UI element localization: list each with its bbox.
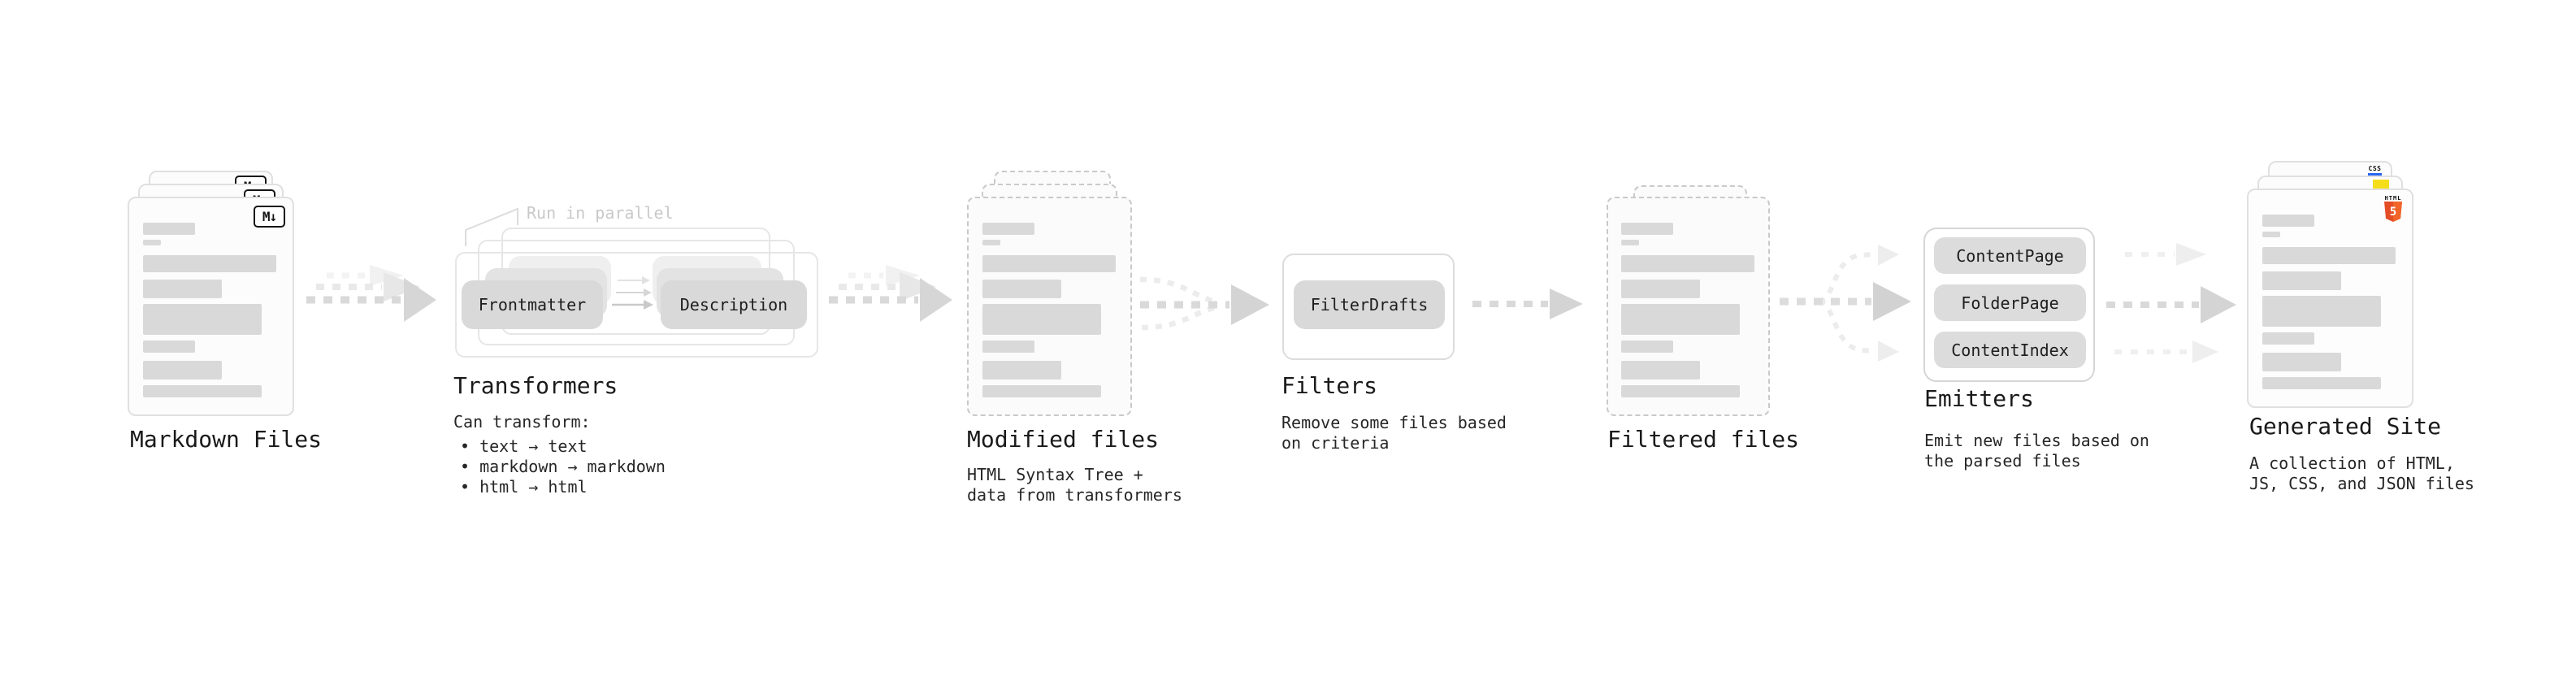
subtitle-line: Remove some files based xyxy=(1281,413,1507,432)
transformers-title: Transformers xyxy=(453,372,618,399)
html5-shield-icon: 5 xyxy=(2384,202,2402,222)
placeholder-bar xyxy=(2262,377,2381,389)
svg-text:5: 5 xyxy=(2390,206,2396,219)
markdown-icon: M↓ xyxy=(254,206,285,228)
file-content-placeholder xyxy=(143,198,293,414)
filtered-file-card-front xyxy=(1607,197,1770,416)
modified-files-title: Modified files xyxy=(967,426,1160,453)
transformers-body-heading: Can transform: xyxy=(453,412,591,432)
placeholder-bar xyxy=(2262,215,2314,227)
subtitle-line: the parsed files xyxy=(1924,451,2081,471)
placeholder-bar xyxy=(982,223,1034,235)
html5-icon-label: HTML xyxy=(2384,195,2402,202)
frontmatter-pill: Frontmatter xyxy=(462,280,603,329)
css-file-icon: CSS xyxy=(2368,166,2382,176)
generated-site-subtitle: A collection of HTML, JS, CSS, and JSON … xyxy=(2249,453,2474,494)
modified-files-subtitle: HTML Syntax Tree + data from transformer… xyxy=(967,465,1182,505)
markdown-files-title: Markdown Files xyxy=(130,426,323,453)
subtitle-line: Emit new files based on xyxy=(1924,431,2149,450)
placeholder-bar xyxy=(2262,353,2341,371)
file-content-placeholder xyxy=(1621,198,1768,414)
subtitle-line: data from transformers xyxy=(967,485,1182,505)
placeholder-bar xyxy=(143,223,195,235)
generated-site-title: Generated Site xyxy=(2249,413,2442,440)
placeholder-bar xyxy=(1621,361,1700,380)
placeholder-bar xyxy=(982,304,1101,335)
contentindex-pill: ContentIndex xyxy=(1934,332,2086,368)
filterdrafts-pill: FilterDrafts xyxy=(1294,280,1445,329)
css-icon-underline xyxy=(2368,173,2382,176)
placeholder-bar xyxy=(2262,247,2396,264)
transformers-bullet-list: • text → text • markdown → markdown • ht… xyxy=(460,436,666,497)
placeholder-bar xyxy=(982,280,1061,298)
placeholder-bar xyxy=(982,361,1061,380)
file-content-placeholder xyxy=(982,198,1130,414)
file-content-placeholder xyxy=(2262,190,2412,406)
arrow-merge-modified-to-filters-icon xyxy=(1139,276,1269,331)
run-in-parallel-annotation: Run in parallel xyxy=(527,203,674,223)
arrows-emitters-to-generated-icon xyxy=(2106,243,2236,363)
emitters-title: Emitters xyxy=(1924,385,2034,412)
bullet-item: • markdown → markdown xyxy=(460,457,666,476)
placeholder-bar xyxy=(1621,340,1673,353)
run-in-parallel-callout-line-icon xyxy=(465,207,518,246)
placeholder-bar xyxy=(143,385,262,397)
placeholder-bar xyxy=(2262,296,2381,327)
placeholder-bar xyxy=(982,240,1000,245)
subtitle-line: HTML Syntax Tree + xyxy=(967,465,1143,484)
markdown-file-card-front: M↓ xyxy=(128,197,294,416)
subtitle-line: JS, CSS, and JSON files xyxy=(2249,474,2474,493)
filters-title: Filters xyxy=(1281,372,1378,399)
contentpage-pill: ContentPage xyxy=(1934,237,2086,274)
placeholder-bar xyxy=(1621,385,1740,397)
placeholder-bar xyxy=(143,361,222,380)
placeholder-bar xyxy=(1621,304,1740,335)
placeholder-bar xyxy=(982,385,1101,397)
placeholder-bar xyxy=(982,255,1116,272)
placeholder-bar xyxy=(143,255,276,272)
placeholder-bar xyxy=(1621,240,1639,245)
folderpage-pill: FolderPage xyxy=(1934,284,2086,321)
subtitle-line: A collection of HTML, xyxy=(2249,453,2455,473)
arrow-fanout-filtered-to-emitters-icon xyxy=(1780,245,1911,362)
generated-site-card-front: HTML 5 xyxy=(2247,189,2413,408)
arrow-transformers-to-modified-icon xyxy=(829,265,952,322)
placeholder-bar xyxy=(2262,232,2280,237)
placeholder-bar xyxy=(2262,271,2341,290)
emitters-subtitle: Emit new files based on the parsed files xyxy=(1924,431,2149,471)
placeholder-bar xyxy=(1621,255,1754,272)
bullet-item: • html → html xyxy=(460,477,588,497)
parallel-flow-arrows-icon xyxy=(612,276,653,310)
placeholder-bar xyxy=(1621,223,1673,235)
modified-file-card-front xyxy=(967,197,1132,416)
subtitle-line: on criteria xyxy=(1281,433,1390,453)
filters-subtitle: Remove some files based on criteria xyxy=(1281,413,1507,453)
description-pill: Description xyxy=(661,280,807,329)
filtered-files-title: Filtered files xyxy=(1607,426,1800,453)
placeholder-bar xyxy=(1621,280,1700,298)
transformer-box-front xyxy=(455,252,818,358)
placeholder-bar xyxy=(143,240,161,245)
arrow-markdown-to-transformers-icon xyxy=(306,265,436,322)
arrow-filters-to-filtered-icon xyxy=(1472,288,1583,319)
placeholder-bar xyxy=(143,280,222,298)
css-icon-label: CSS xyxy=(2368,165,2382,172)
html5-file-icon: HTML 5 xyxy=(2383,195,2404,223)
placeholder-bar xyxy=(143,340,195,353)
placeholder-bar xyxy=(982,340,1034,353)
bullet-item: • text → text xyxy=(460,436,588,456)
placeholder-bar xyxy=(2262,332,2314,345)
javascript-file-icon xyxy=(2373,180,2389,189)
placeholder-bar xyxy=(143,304,262,335)
